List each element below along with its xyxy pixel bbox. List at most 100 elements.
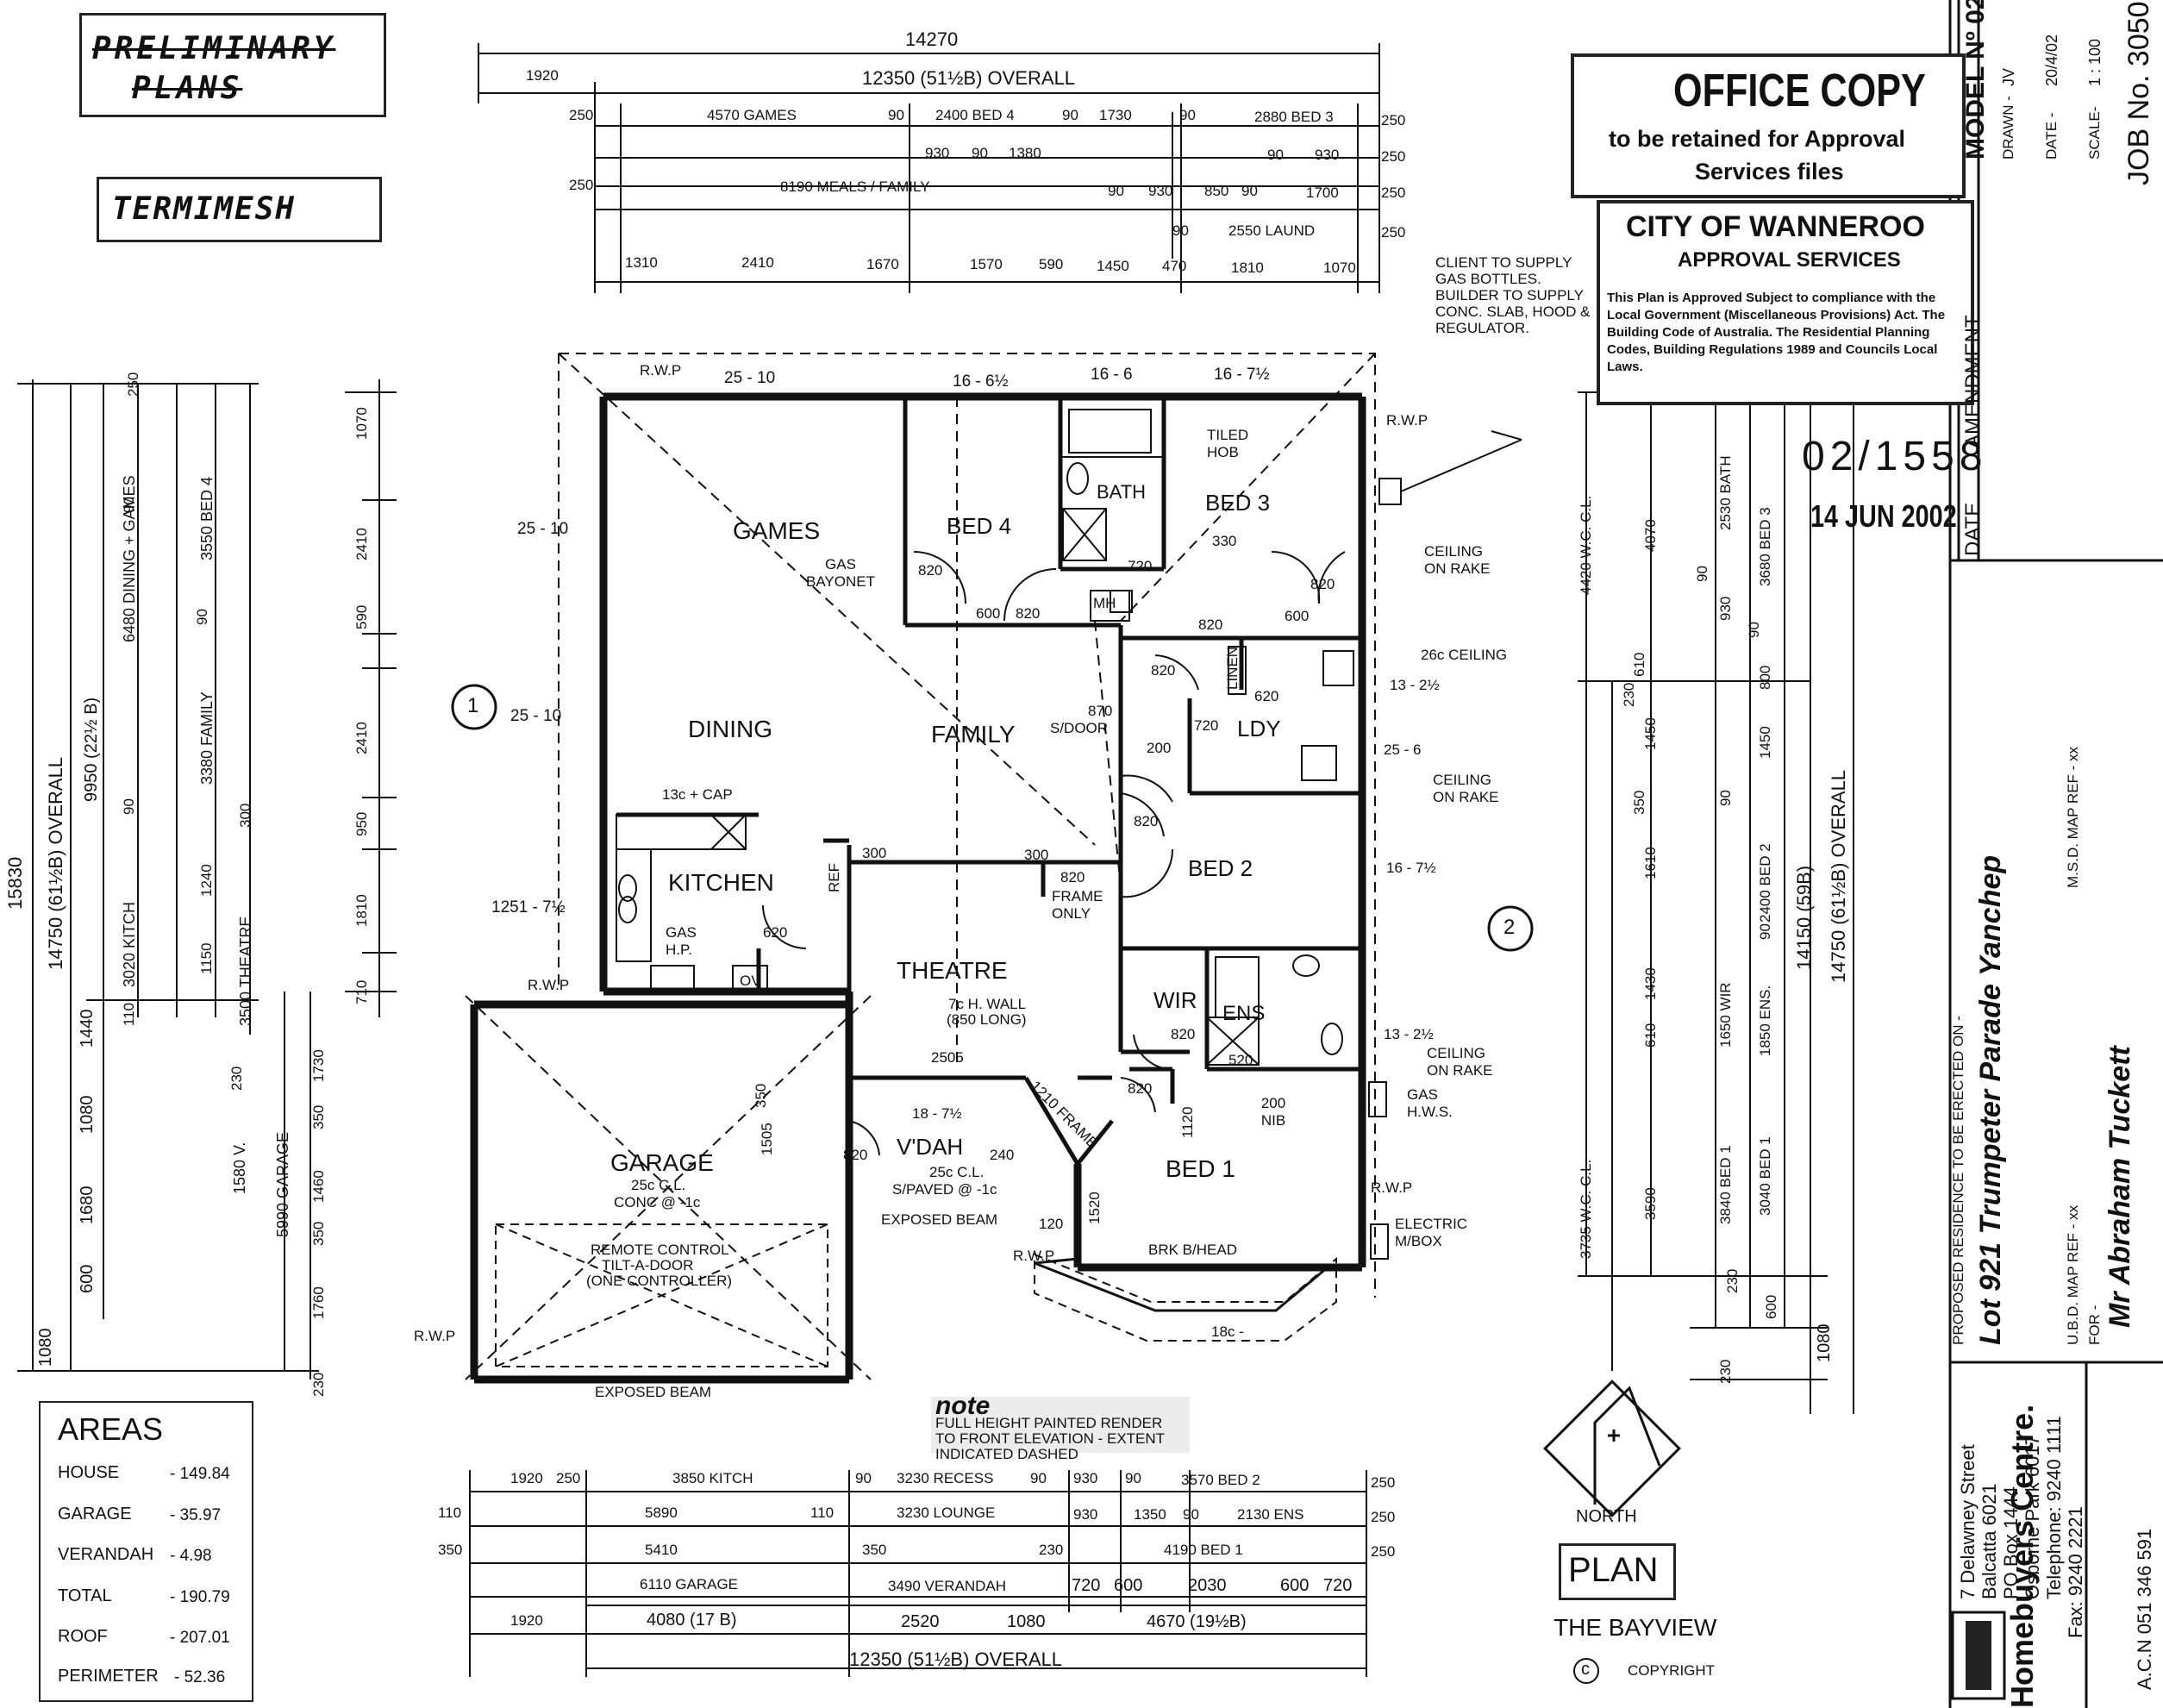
- termimesh-label: TERMIMESH: [112, 191, 297, 227]
- s-door-label: S/DOOR: [1050, 720, 1109, 736]
- dim-left-c8: 1150: [198, 942, 215, 974]
- dim-bottom-r4-0: 6110 GARAGE: [640, 1576, 739, 1592]
- door-bath: 720: [1128, 558, 1153, 574]
- dim-300-right: 300: [1024, 847, 1049, 863]
- dim-row2-2: 90: [1108, 183, 1124, 199]
- door-ldy720: 720: [1194, 717, 1219, 734]
- remote-line3: (ONE CONTROLLER): [586, 1273, 733, 1289]
- areas-value-garage: - 35.97: [170, 1506, 222, 1524]
- dim-right-bed1a: 3840 BED 1: [1717, 1145, 1734, 1224]
- areas-value-verandah: - 4.98: [170, 1547, 212, 1565]
- dim-right-c9: 610: [1642, 1023, 1659, 1048]
- areas-table: AREAS HOUSE - 149.84 GARAGE - 35.97 VERA…: [39, 1401, 253, 1702]
- room-ens: ENS: [1222, 1002, 1266, 1025]
- ubd-map-ref: U.B.D. MAP REF - xx: [2065, 1204, 2081, 1345]
- dim-row2-7: 250: [1381, 185, 1406, 201]
- dim-left-b3: 90: [194, 609, 210, 625]
- approval-text: This Plan is Approved Subject to complia…: [1607, 291, 1946, 374]
- dim-left-c6: 710: [353, 979, 370, 1004]
- address-4: Telephone: 9240 1111: [2043, 1416, 2065, 1599]
- door-bed3: 820: [1310, 576, 1335, 592]
- remote-line2: TILT-A-DOOR: [602, 1257, 694, 1273]
- dim-left-v: 1580 V.: [231, 1142, 248, 1194]
- rwp-top-right: R.W.P: [1386, 412, 1428, 429]
- dim-right-c3: 90: [1746, 622, 1762, 638]
- dim-1505: 1505: [759, 1123, 775, 1155]
- dim-row1-3: 2400 BED 4: [935, 107, 1015, 123]
- dim-right-wc1: 4420 W.C. C.L.: [1578, 495, 1594, 595]
- rwp-garage: R.W.P: [414, 1328, 456, 1344]
- dim-row2-1: 8190 MEALS / FAMILY: [780, 178, 930, 195]
- dim-row1b-1: 90: [972, 145, 988, 161]
- dim-left-a4: 1440: [78, 1009, 97, 1048]
- room-bed1: BED 1: [1166, 1155, 1235, 1182]
- amendment-label: AMENDMENT: [1961, 315, 1985, 448]
- section-marker-2: [1487, 905, 1534, 952]
- client-name: Mr Abraham Tuckett: [2104, 1046, 2136, 1328]
- door-870: 870: [1088, 703, 1113, 719]
- h-wall-length: (850 LONG): [947, 1011, 1027, 1028]
- dim-right-overall: 14750 (61½B) OVERALL: [1828, 769, 1849, 983]
- door-bed4b: 820: [1016, 605, 1041, 622]
- frame-only-label: FRAME ONLY: [1052, 888, 1103, 922]
- areas-label-house: HOUSE: [58, 1463, 120, 1482]
- room-dining: DINING: [688, 716, 772, 742]
- areas-label-garage: GARAGE: [58, 1505, 132, 1523]
- brk-bhead-label: BRK B/HEAD: [1148, 1242, 1237, 1258]
- dim-right-c10: 3590: [1642, 1187, 1659, 1220]
- vdah-cl-label: 25c C.L.: [929, 1164, 985, 1180]
- dim-bottom-r5-1: 4080 (17 B): [647, 1611, 737, 1630]
- dim-left-b0: 250: [125, 372, 141, 397]
- dim-bottom-r4-5: 600: [1280, 1576, 1310, 1595]
- dim-bottom-r1-9: 250: [1371, 1474, 1396, 1491]
- dim-18-75: 18 - 7½: [912, 1105, 962, 1122]
- oven-label: OV: [740, 973, 761, 989]
- room-wir: WIR: [1153, 987, 1197, 1013]
- dim-bottom-r1-5: 90: [1030, 1470, 1047, 1486]
- date-label: DATE -: [2043, 112, 2060, 160]
- vdah-paved-label: S/PAVED @ -1c: [892, 1181, 997, 1198]
- garage-door-dashed: [495, 1223, 828, 1367]
- gas-hws-label: GAS H.W.S.: [1407, 1086, 1453, 1120]
- top-dimension-lines: [478, 43, 1380, 293]
- door-swings: [762, 550, 1346, 1156]
- client-supply-note: CLIENT TO SUPPLY GAS BOTTLES. BUILDER TO…: [1435, 254, 1591, 336]
- dim-left-kitch: 3020 KITCH: [121, 901, 138, 987]
- dim-2505: 2505: [931, 1049, 964, 1066]
- dim-row2-5: 90: [1241, 183, 1258, 199]
- copyright-label: COPYRIGHT: [1628, 1662, 1716, 1679]
- dim-right-bed3: 3680 BED 3: [1757, 507, 1773, 586]
- dim-left-b4: 110: [121, 1002, 137, 1026]
- plan-label: PLAN: [1568, 1551, 1659, 1589]
- door-ens520: 520: [1228, 1052, 1253, 1068]
- dim-right-wc2: 3735 W.C. C.L.: [1578, 1159, 1594, 1259]
- dim-16-75: 16 - 7½: [1214, 366, 1270, 384]
- dim-left-overall: 14750 (61½B) OVERALL: [45, 756, 66, 970]
- dim-row2-6: 1700: [1306, 185, 1339, 201]
- left-dimension-lines: [17, 379, 397, 1380]
- dim-row1-7: 2880 BED 3: [1254, 109, 1334, 125]
- dim-300-left: 300: [862, 845, 887, 861]
- rwp-vdah: R.W.P: [1013, 1248, 1055, 1264]
- room-bed4: BED 4: [947, 513, 1012, 539]
- dim-left-c5: 1810: [353, 894, 370, 927]
- dim-bottom-r1-6: 930: [1073, 1470, 1098, 1486]
- bottom-dimension-lines: [469, 1470, 1367, 1677]
- office-copy-line1: to be retained for Approval: [1609, 126, 1906, 152]
- door-wir: 820: [1171, 1026, 1196, 1042]
- tiled-hob-label: TILED HOB: [1207, 427, 1249, 460]
- room-kitchen: KITCHEN: [668, 869, 774, 896]
- stamp-approval-number: 02/1558: [1802, 434, 1988, 479]
- areas-label-verandah: VERANDAH: [58, 1545, 154, 1564]
- dim-row2b-2: 250: [1381, 224, 1406, 241]
- dim-right-c11: 230: [1724, 1268, 1741, 1293]
- approval-stamp: CITY OF WANNEROO APPROVAL SERVICES This …: [1597, 200, 1974, 405]
- room-vdah: V'DAH: [897, 1134, 964, 1160]
- dim-row2-3: 930: [1148, 183, 1173, 199]
- plan-box: PLAN: [1559, 1543, 1676, 1600]
- dim-240: 240: [990, 1147, 1015, 1163]
- linen-label: LINEN: [1224, 646, 1241, 690]
- dim-1520: 1520: [1086, 1192, 1103, 1224]
- dim-right-c5: 1450: [1642, 717, 1659, 750]
- dim-16-65: 16 - 6½: [953, 372, 1009, 391]
